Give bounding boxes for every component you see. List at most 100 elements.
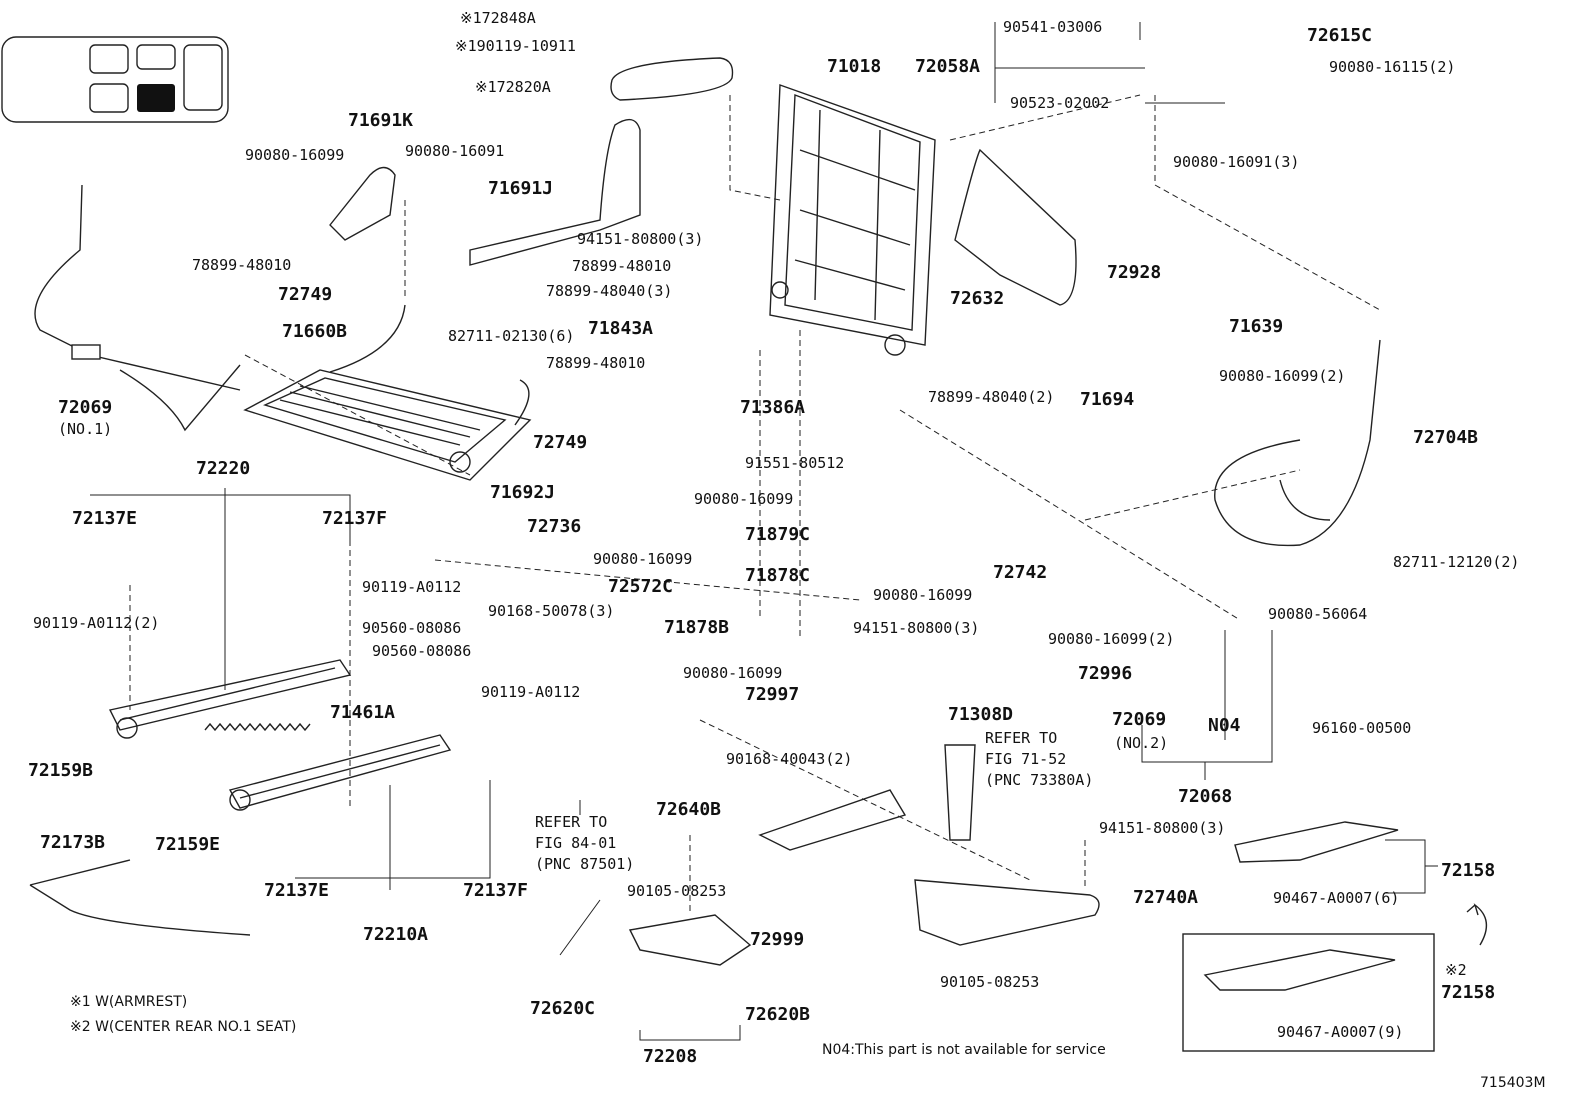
label-72640b: 72640B [656,799,721,820]
label-91551-80512: 91551-80512 [745,454,844,472]
label-72749-b: 72749 [533,432,587,453]
label-96160-00500: 96160-00500 [1312,719,1411,737]
trim-plate-72158 [1234,821,1399,863]
label-90119-a0112-a: 90119-A0112 [362,578,461,596]
label-72137f-a: 72137F [322,508,387,529]
label-72158-a: 72158 [1441,860,1495,881]
label-71879c: 71879C [745,524,810,545]
label-72928: 72928 [1107,262,1161,283]
label-90080-16099-x2b: 90080-16099(2) [1048,630,1174,648]
armrest [610,57,734,101]
label-72068: 72068 [1178,786,1232,807]
label-72620c: 72620C [530,998,595,1019]
label-72137e-b: 72137E [264,880,329,901]
label-72210a: 72210A [363,924,428,945]
label-72158-b: 72158 [1441,982,1495,1003]
label-71461a: 71461A [330,702,395,723]
label-172848a: ※172848A [460,9,536,27]
label-72997: 72997 [745,684,799,705]
label-90467-a0007-x6: 90467-A0007(6) [1273,889,1399,907]
spring-71461a [204,722,311,732]
label-90467-a0007-x9: 90467-A0007(9) [1277,1023,1403,1041]
label-94151-80800-a: 94151-80800(3) [577,230,703,248]
label-90168-50078: 90168-50078(3) [488,602,614,620]
label-94151-80800-c: 94151-80800(3) [1099,819,1225,837]
label-72220: 72220 [196,458,250,479]
label-72736: 72736 [527,516,581,537]
label-78899-48010-a: 78899-48010 [192,256,291,274]
label-90541-03006: 90541-03006 [1003,18,1102,36]
label-82711-02130: 82711-02130(6) [448,327,574,345]
leader-lines [90,22,1438,1041]
label-mark2: ※2 [1445,961,1467,979]
label-90560-08086-b: 90560-08086 [372,642,471,660]
seat-track-lower [228,734,452,811]
seat-bracket-right [914,879,1100,946]
cushion-frame [243,304,532,481]
seatbelt-buckle [944,744,976,841]
label-refer-fig71-b: FIG 71-52 [985,750,1066,768]
label-90080-16099-x2a: 90080-16099(2) [1219,367,1345,385]
diagram-id: 715403M [1480,1075,1546,1091]
label-94151-80800-b: 94151-80800(3) [853,619,979,637]
part-labels: ※172848A ※190119-10911 ※172820A 71018 72… [28,9,1519,1067]
label-71878b: 71878B [664,617,729,638]
label-refer-fig84-a: REFER TO [535,813,607,831]
label-71386a: 71386A [740,397,805,418]
cable-no1 [34,184,241,432]
cover-72999 [628,914,752,966]
label-72137e-a: 72137E [72,508,137,529]
label-90105-08253-b: 90105-08253 [940,973,1039,991]
label-72058a: 72058A [915,56,980,77]
label-72069-no1-sub: (NO.1) [58,420,112,438]
label-72740a: 72740A [1133,887,1198,908]
label-72159b: 72159B [28,760,93,781]
label-71691j: 71691J [488,178,553,199]
seat-track-upper [108,659,352,739]
label-90080-16099-c: 90080-16099 [593,550,692,568]
label-90168-40043: 90168-40043(2) [726,750,852,768]
label-72069-no1: 72069 [58,397,112,418]
label-refer-fig84-c: (PNC 87501) [535,855,634,873]
label-90080-16115: 90080-16115(2) [1329,58,1455,76]
label-190119: ※190119-10911 [455,37,576,55]
guide-lines [129,94,1381,915]
label-72615c: 72615C [1307,25,1372,46]
label-72159e: 72159E [155,834,220,855]
label-71308d: 71308D [948,704,1013,725]
label-72173b: 72173B [40,832,105,853]
label-n04: N04 [1208,715,1241,736]
label-72632: 72632 [950,288,1004,309]
label-82711-12120: 82711-12120(2) [1393,553,1519,571]
label-71878c: 71878C [745,565,810,586]
label-72208: 72208 [643,1046,697,1067]
label-90080-16099-a: 90080-16099 [245,146,344,164]
label-78899-48010-b: 78899-48010 [572,257,671,275]
label-71694: 71694 [1080,389,1134,410]
label-90080-16099-d: 90080-16099 [873,586,972,604]
label-78899-48040-x3: 78899-48040(3) [546,282,672,300]
side-covers [329,118,641,266]
label-78899-48010-c: 78899-48010 [546,354,645,372]
label-78899-48040-x2: 78899-48040(2) [928,388,1054,406]
label-90119-a0112-x2: 90119-A0112(2) [33,614,159,632]
label-72749-a: 72749 [278,284,332,305]
label-71692j: 71692J [490,482,555,503]
seat-bracket-left [758,789,907,851]
label-71691k: 71691K [348,110,413,131]
seatback-frame [769,84,936,356]
footnote-n04: N04:This part is not available for servi… [822,1042,1106,1058]
label-71639: 71639 [1229,316,1283,337]
label-refer-fig71-c: (PNC 73380A) [985,771,1093,789]
label-refer-fig71-a: REFER TO [985,729,1057,747]
label-72704b: 72704B [1413,427,1478,448]
label-72999: 72999 [750,929,804,950]
seat-switch-icon [1,36,229,123]
label-172820a: ※172820A [475,78,551,96]
label-72069-no2-sub: (NO.2) [1114,734,1168,752]
refer-arrow-icon [1466,903,1488,946]
label-71018: 71018 [827,56,881,77]
footnotes: ※1 W(ARMREST) ※2 W(CENTER REAR NO.1 SEAT… [70,994,1546,1091]
